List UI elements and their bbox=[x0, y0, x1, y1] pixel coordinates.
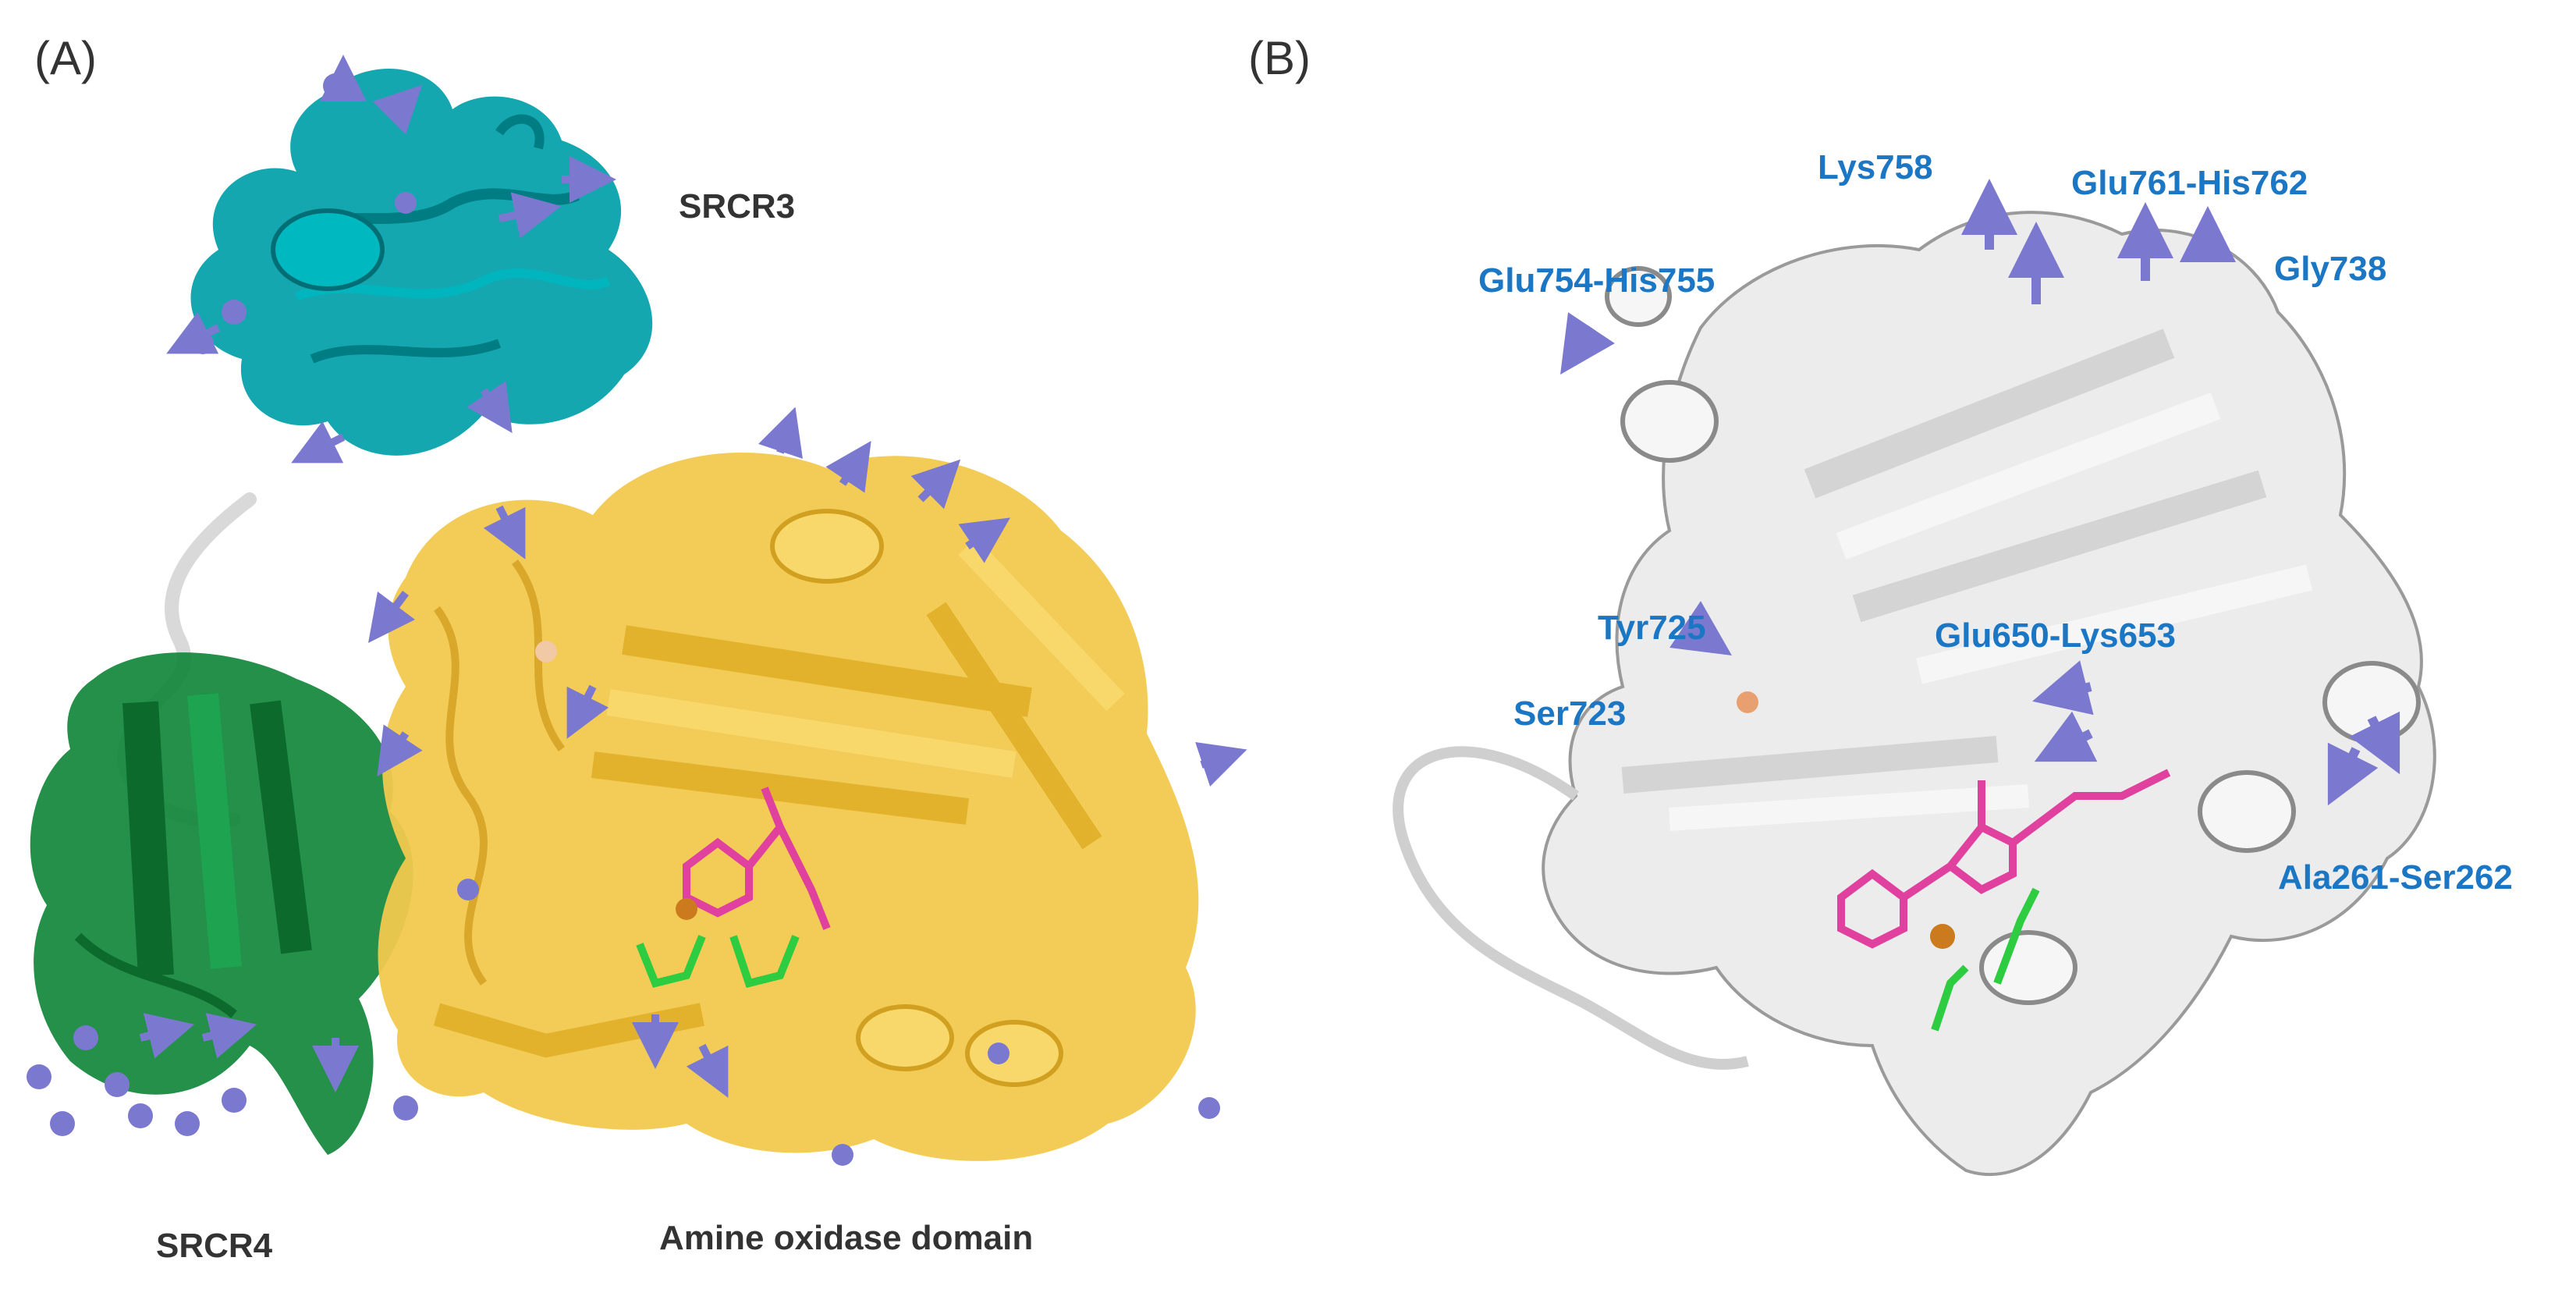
srcr3-label: SRCR3 bbox=[679, 187, 796, 226]
residue-label-glu650-lys653: Glu650-Lys653 bbox=[1935, 616, 2176, 655]
panel-b-letter: (B) bbox=[1248, 32, 1311, 84]
motion-spheres-a bbox=[27, 73, 1220, 1166]
panel-b-structure bbox=[1393, 179, 2436, 1176]
panel-b-active-site bbox=[1737, 691, 2171, 1032]
srcr3-domain bbox=[190, 68, 653, 456]
srcr4-domain bbox=[30, 652, 413, 1155]
motion-vectors-b bbox=[1560, 179, 2400, 806]
amine-oxidase-label: Amine oxidase domain bbox=[659, 1219, 1034, 1257]
motion-vectors-a bbox=[139, 55, 1247, 1098]
residue-label-ala261-ser262: Ala261-Ser262 bbox=[2278, 858, 2513, 897]
residue-label-ser723: Ser723 bbox=[1513, 694, 1627, 733]
panel-b: (B) bbox=[1248, 0, 2576, 1300]
residue-label-glu754-his755: Glu754-His755 bbox=[1478, 261, 1716, 300]
residue-label-glu761-his762: Glu761-His762 bbox=[2071, 164, 2308, 202]
residue-label-gly738: Gly738 bbox=[2274, 250, 2387, 288]
active-site bbox=[535, 641, 831, 988]
panel-a-letter: (A) bbox=[34, 32, 97, 84]
residue-label-tyr725: Tyr725 bbox=[1598, 609, 1706, 647]
panel-b-ribbon bbox=[1393, 211, 2436, 1176]
residue-label-lys758: Lys758 bbox=[1818, 148, 1933, 186]
srcr4-label: SRCR4 bbox=[156, 1227, 273, 1265]
panel-a: (A) bbox=[0, 0, 1248, 1300]
panel-a-structure bbox=[27, 55, 1247, 1166]
amine-oxidase-domain bbox=[378, 453, 1199, 1161]
